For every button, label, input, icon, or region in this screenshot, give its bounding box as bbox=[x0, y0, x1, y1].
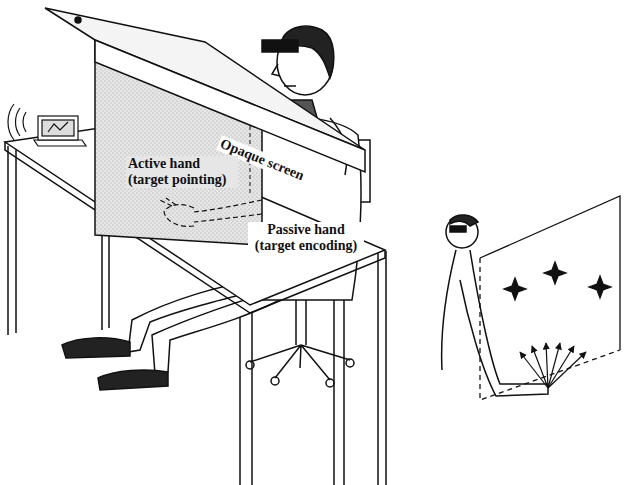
tracking-device bbox=[8, 104, 86, 146]
side-view-person bbox=[460, 250, 548, 396]
active-arm bbox=[194, 214, 262, 222]
table-legs bbox=[378, 251, 386, 485]
target-board bbox=[589, 276, 611, 298]
side-view-person bbox=[442, 215, 548, 396]
chair bbox=[326, 379, 334, 387]
tracking-device bbox=[38, 116, 78, 140]
opaque-screen-board bbox=[45, 8, 365, 150]
table-legs bbox=[8, 146, 16, 335]
active-arm bbox=[194, 200, 262, 212]
passive-hand-label: Passive hand (target encoding) bbox=[248, 222, 364, 254]
target-board bbox=[504, 278, 526, 300]
legs-and-shoes bbox=[152, 290, 280, 374]
active-arm bbox=[160, 198, 262, 226]
chair bbox=[246, 361, 254, 369]
side-view-person bbox=[442, 250, 456, 370]
legs-and-shoes bbox=[98, 370, 168, 390]
side-view-person bbox=[450, 215, 478, 226]
seated-person bbox=[272, 64, 280, 76]
seated-person bbox=[284, 85, 296, 87]
target-board bbox=[544, 262, 566, 284]
tracking-device bbox=[42, 120, 74, 136]
tracking-device bbox=[48, 122, 68, 132]
tracking-device bbox=[34, 140, 86, 146]
active-arm bbox=[164, 205, 194, 227]
pointing-arrows bbox=[520, 352, 548, 388]
pointing-arrows bbox=[532, 346, 548, 388]
pointing-arrows bbox=[548, 343, 560, 388]
active-hand-label: Active hand (target pointing) bbox=[126, 156, 238, 188]
chair bbox=[346, 359, 354, 367]
pointing-arrows bbox=[546, 343, 548, 388]
legs-and-shoes bbox=[62, 338, 130, 358]
opaque-screen-board bbox=[45, 8, 365, 172]
active-arm bbox=[160, 198, 176, 206]
table-legs bbox=[240, 303, 252, 485]
target-board bbox=[480, 196, 620, 400]
chair bbox=[250, 345, 350, 380]
tracking-device bbox=[8, 104, 26, 140]
pointing-arrows bbox=[520, 343, 586, 388]
chair bbox=[296, 300, 306, 345]
side-view-person bbox=[450, 226, 466, 232]
target-board bbox=[480, 196, 620, 350]
target-board bbox=[480, 258, 620, 400]
chair bbox=[271, 377, 279, 385]
seated-person bbox=[262, 40, 298, 52]
pointing-arrows bbox=[548, 352, 586, 388]
opaque-screen-board bbox=[75, 17, 81, 23]
